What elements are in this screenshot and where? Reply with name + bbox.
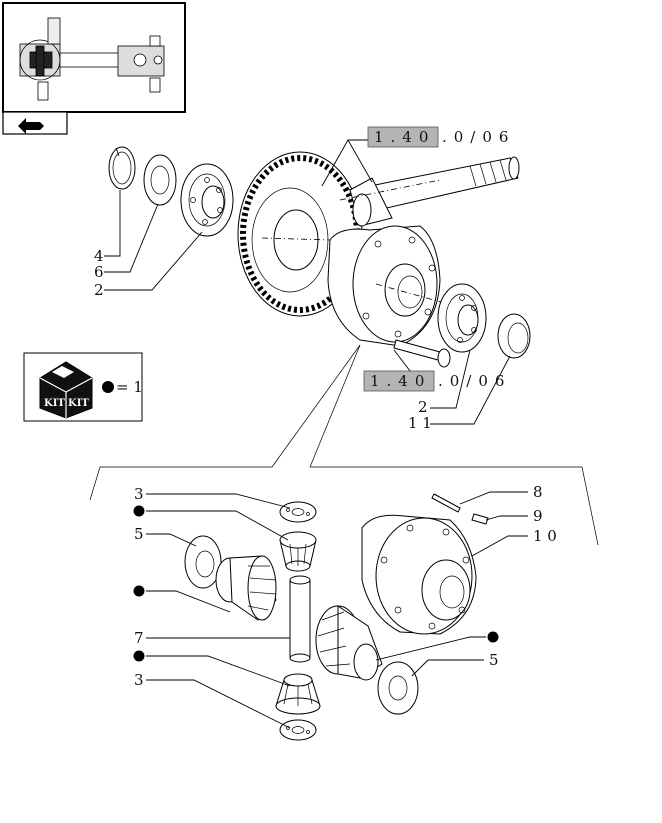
reference-top-rest: .0/06 bbox=[442, 128, 515, 146]
kit-label-left: KIT bbox=[44, 398, 65, 409]
kit-label-right: KIT bbox=[68, 398, 89, 409]
kit-marker-dot-3 bbox=[133, 650, 145, 662]
reference-bottom-highlight: 1.40 bbox=[370, 372, 431, 390]
thrust-washer-3-top bbox=[279, 501, 317, 523]
bearing-2-right bbox=[437, 283, 487, 353]
side-washer-5-left bbox=[184, 535, 222, 589]
kit-marker-dot-1 bbox=[133, 505, 145, 517]
callout-4: 4 bbox=[94, 247, 104, 265]
kit-marker-dot-4 bbox=[487, 631, 499, 643]
shim-6 bbox=[143, 154, 177, 206]
side-washer-5-right bbox=[377, 661, 419, 715]
callout-7: 7 bbox=[134, 629, 144, 647]
reference-bottom-rest: .0/06 bbox=[438, 372, 511, 390]
callout-2-right: 2 bbox=[418, 398, 428, 416]
pinion-shaft bbox=[339, 156, 520, 227]
callout-2-left: 2 bbox=[94, 281, 104, 299]
bottom-assembly-drawing bbox=[133, 491, 528, 741]
spider-gear-bottom bbox=[275, 673, 321, 715]
side-gear-left bbox=[215, 555, 277, 621]
bolt bbox=[393, 339, 451, 368]
kit-legend: KIT KIT = 1 bbox=[23, 352, 143, 422]
spider-gear-top bbox=[279, 531, 317, 572]
cross-pin-7 bbox=[289, 575, 311, 663]
bearing-2-left bbox=[180, 163, 234, 237]
callout-10: 1 0 bbox=[533, 527, 557, 545]
kit-equals-text: = 1 bbox=[116, 378, 143, 396]
assembly-thumbnail-icon[interactable] bbox=[2, 2, 186, 135]
filled-dot-icon bbox=[102, 381, 114, 393]
callout-8: 8 bbox=[533, 483, 543, 501]
top-assembly-drawing bbox=[104, 139, 531, 425]
kit-marker-dot-2 bbox=[133, 585, 145, 597]
reference-top-highlight: 1.40 bbox=[374, 128, 435, 146]
callout-6: 6 bbox=[94, 263, 104, 281]
callout-9: 9 bbox=[533, 507, 543, 525]
pin-8 bbox=[431, 493, 461, 513]
back-navigation-icon[interactable] bbox=[18, 118, 44, 134]
callout-5-left: 5 bbox=[134, 525, 144, 543]
pin-9 bbox=[471, 513, 489, 525]
reference-1-40-bottom[interactable]: 1.40 .0/06 bbox=[363, 370, 511, 392]
kit-box-icon: KIT KIT bbox=[39, 361, 93, 419]
callout-11: 1 1 bbox=[408, 414, 432, 432]
bearing-race-11 bbox=[497, 313, 531, 359]
thrust-washer-3-bottom bbox=[279, 719, 317, 741]
callout-3-top: 3 bbox=[134, 485, 144, 503]
detail-frame bbox=[89, 344, 599, 546]
snap-ring-4 bbox=[108, 146, 136, 190]
differential-case-10 bbox=[361, 514, 477, 635]
callout-5-right: 5 bbox=[489, 651, 499, 669]
side-gear-right bbox=[315, 605, 383, 681]
callout-3-bottom: 3 bbox=[134, 671, 144, 689]
reference-1-40-top[interactable]: 1.40 .0/06 bbox=[367, 126, 515, 148]
